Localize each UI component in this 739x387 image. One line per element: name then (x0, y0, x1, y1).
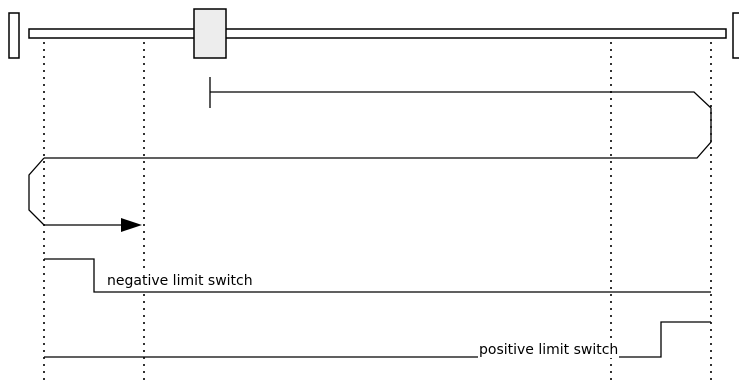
reference-lines (43, 42, 712, 385)
move-toward-positive (44, 91, 712, 159)
positive-limit-switch-signal (44, 321, 711, 358)
left-end-stop (8, 12, 20, 59)
negative-limit-switch-label: negative limit switch (106, 273, 254, 289)
reverse-at-negative (28, 157, 124, 226)
positive-limit-switch-label: positive limit switch (478, 342, 620, 358)
right-end-stop (732, 12, 739, 59)
axis-rail (28, 28, 727, 39)
homing-motion-path (28, 77, 712, 226)
carriage (193, 8, 227, 59)
arrow-head (121, 218, 142, 232)
negative-limit-switch-signal (44, 258, 711, 293)
